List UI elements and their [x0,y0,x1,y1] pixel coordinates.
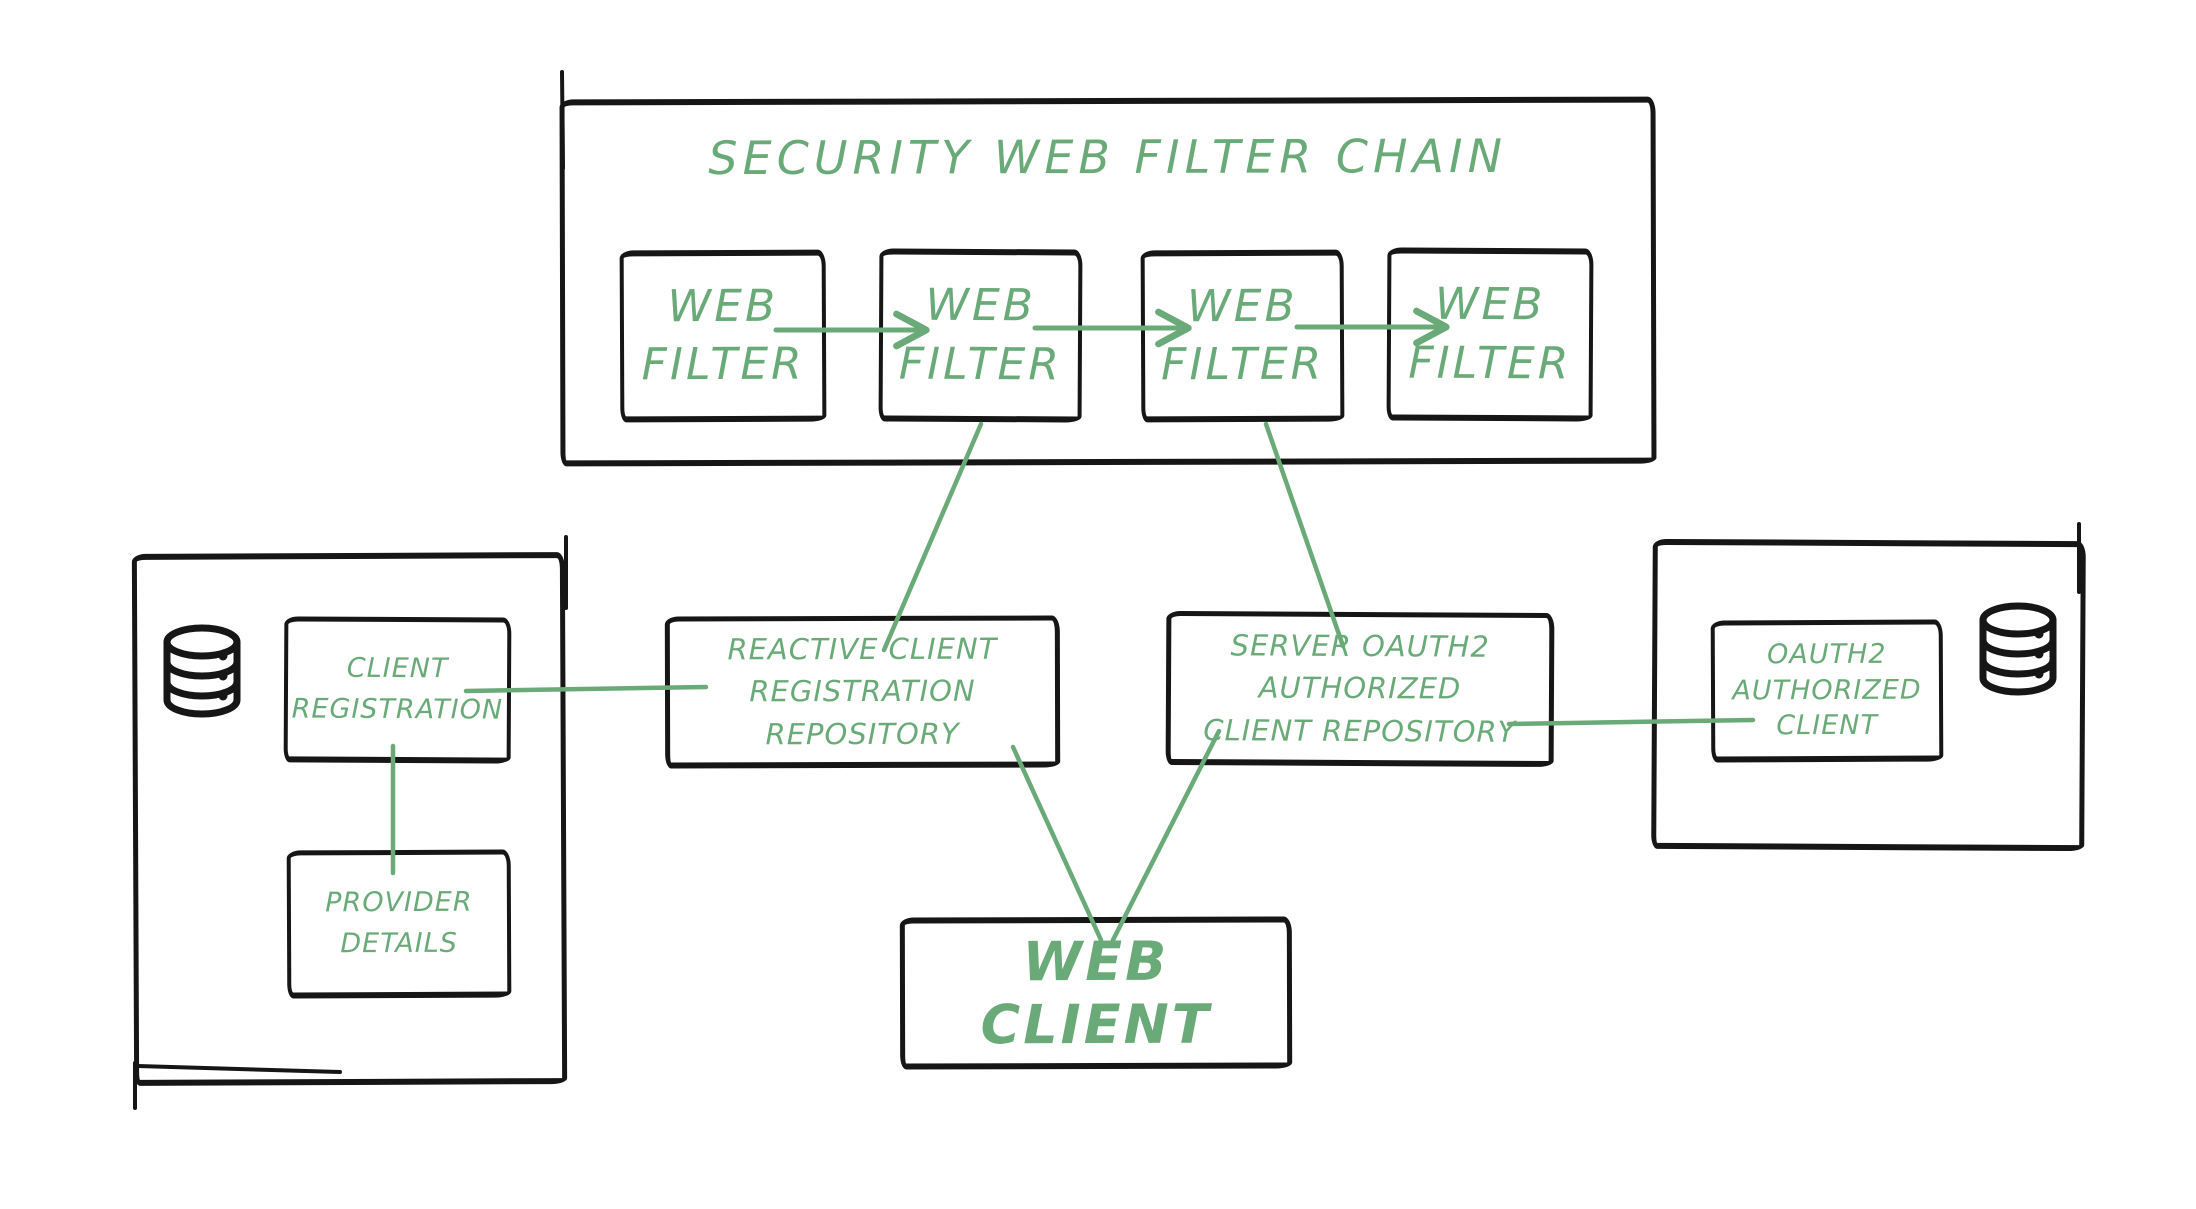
oauth2-authorized-client-label: OAUTH2 AUTHORIZED CLIENT [1732,638,1922,742]
server-repository-label: SERVER OAUTH2 AUTHORIZED CLIENT REPOSITO… [1203,628,1517,749]
client-registration-box: CLIENT REGISTRATION [283,616,512,764]
web-filter-label: WEB FILTER [898,280,1063,390]
web-filter-box-4: WEB FILTER [1386,247,1594,422]
client-registration-label: CLIENT REGISTRATION [291,652,504,726]
database-icon [1979,602,2057,696]
web-filter-label: WEB FILTER [1408,279,1572,389]
provider-details-label: PROVIDER DETAILS [325,886,473,959]
oauth2-authorized-client-box: OAUTH2 AUTHORIZED CLIENT [1710,619,1944,763]
web-filter-box-1: WEB FILTER [619,249,827,423]
reactive-repository-label: REACTIVE CLIENT REGISTRATION REPOSITORY [727,632,998,751]
database-icon [163,624,241,718]
web-filter-label: WEB FILTER [1160,280,1325,391]
filter-chain-title: SECURITY WEB FILTER CHAIN [708,128,1508,186]
web-filter-box-3: WEB FILTER [1140,249,1345,423]
web-client-box: WEB CLIENT [899,916,1293,1070]
server-oauth2-authorized-client-repository-box: SERVER OAUTH2 AUTHORIZED CLIENT REPOSITO… [1165,610,1555,768]
web-filter-label: WEB FILTER [641,280,805,391]
web-client-label: WEB CLIENT [980,929,1212,1057]
web-filter-box-2: WEB FILTER [878,248,1083,423]
reactive-client-registration-repository-box: REACTIVE CLIENT REGISTRATION REPOSITORY [664,615,1061,769]
provider-details-box: PROVIDER DETAILS [286,849,512,999]
